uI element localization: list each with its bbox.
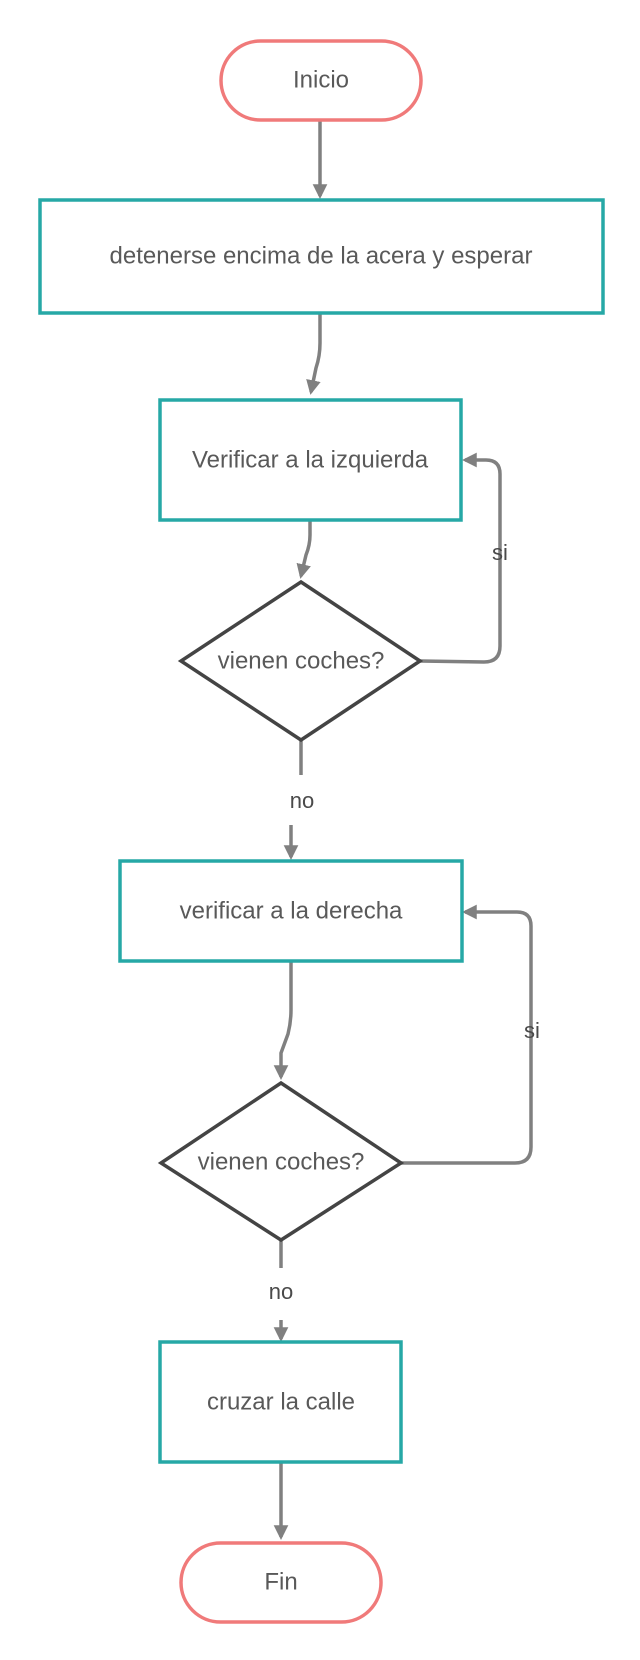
node-start: Inicio (219, 39, 423, 122)
process-shape (38, 198, 605, 315)
node-decision-left: vienen coches? (177, 579, 424, 743)
node-check-left-label: Verificar a la izquierda (192, 446, 429, 473)
node-decision-right-label: vienen coches? (198, 1148, 365, 1175)
edge-label-left-yes: si (492, 540, 508, 565)
node-check-right: verificar a la derecha (118, 859, 464, 963)
process-shape (118, 859, 464, 963)
edge-right-yes (401, 904, 533, 1165)
node-decision-left-label: vienen coches? (218, 647, 385, 674)
node-start-label: Inicio (293, 66, 349, 93)
decision-shape (177, 579, 424, 743)
edge-label-right-yes: si (524, 1018, 540, 1043)
node-end: Fin (179, 1541, 383, 1624)
edge-wait-to-check-left (306, 313, 322, 395)
node-wait-label: detenerse encima de la acera y esperar (110, 242, 533, 269)
node-check-right-label: verificar a la derecha (180, 897, 403, 924)
decision-shape (157, 1080, 405, 1243)
edge-check-right-to-decision-right (273, 961, 293, 1080)
node-cross: cruzar la calle (158, 1340, 403, 1464)
node-decision-right: vienen coches? (157, 1080, 405, 1243)
node-cross-label: cruzar la calle (207, 1388, 355, 1415)
terminal-shape (219, 39, 423, 122)
process-shape (158, 1340, 403, 1464)
node-check-left: Verificar a la izquierda (158, 398, 463, 522)
node-wait: detenerse encima de la acera y esperar (38, 198, 605, 315)
connectors (273, 120, 533, 1540)
edge-check-left-to-decision-left (296, 520, 312, 579)
edge-label-right-no: no (269, 1279, 293, 1304)
edge-left-yes (419, 452, 502, 664)
process-shape (158, 398, 463, 522)
terminal-shape (179, 1541, 383, 1624)
edge-label-left-no: no (290, 788, 314, 813)
edge-labels: si no si no (269, 540, 540, 1304)
node-end-label: Fin (264, 1568, 297, 1595)
